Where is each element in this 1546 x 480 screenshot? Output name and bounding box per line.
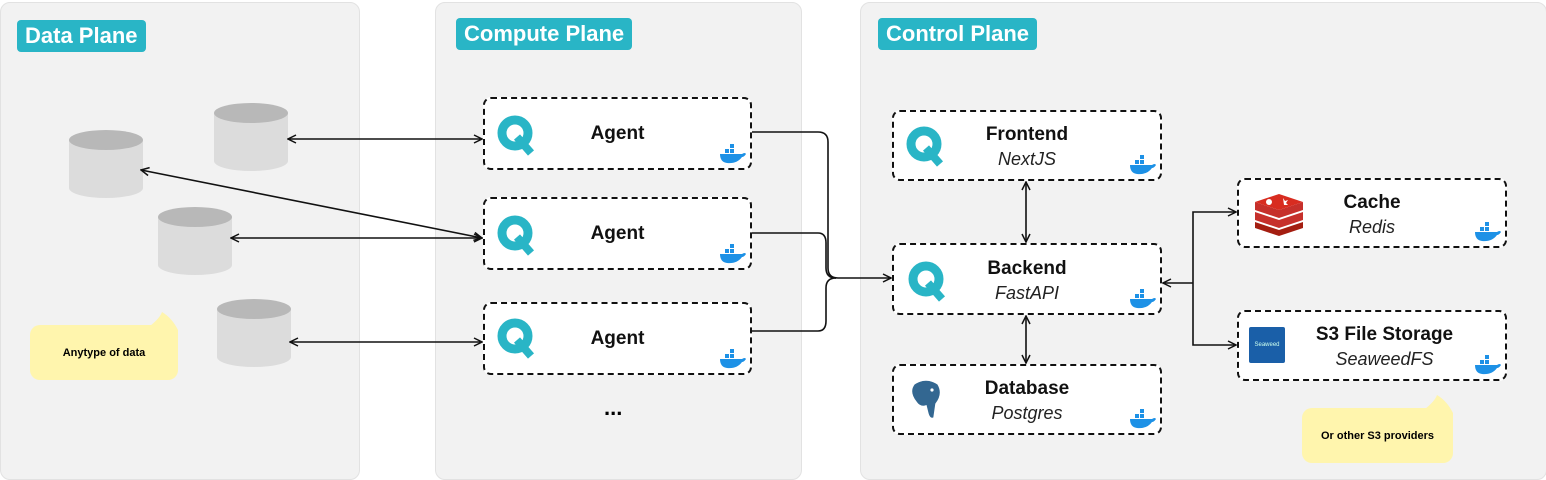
compute-plane-label: Compute Plane	[456, 18, 633, 50]
q-logo-icon	[497, 215, 535, 256]
database-cylinder-icon	[217, 299, 291, 367]
frontend-box: Frontend NextJS	[892, 110, 1162, 181]
storage-note: Or other S3 providers	[1302, 408, 1453, 463]
agent-title: Agent	[590, 123, 645, 144]
backend-title: Backend	[987, 258, 1067, 279]
cache-title: Cache	[1343, 192, 1401, 213]
data-note: Anytype of data	[30, 325, 178, 380]
database-title: Database	[984, 378, 1070, 399]
control-plane-label: Control Plane	[878, 18, 1038, 50]
connector-to-cache	[1192, 212, 1236, 283]
redis-logo-icon	[1255, 194, 1303, 236]
docker-icon	[1130, 409, 1156, 429]
seaweedfs-logo-icon: Seaweed	[1249, 327, 1285, 363]
docker-icon	[1130, 155, 1156, 175]
database-box: Database Postgres	[892, 364, 1162, 435]
docker-icon	[1475, 355, 1501, 375]
q-logo-icon	[908, 261, 946, 302]
agent-box: Agent	[483, 302, 752, 375]
arrow-data-agent2a	[141, 170, 482, 238]
cache-box: Cache Redis	[1237, 178, 1507, 248]
agent-title: Agent	[590, 328, 645, 349]
docker-icon	[1130, 289, 1156, 309]
agent-box: Agent	[483, 197, 752, 270]
backend-box: Backend FastAPI	[892, 243, 1162, 315]
storage-box: Seaweed S3 File Storage SeaweedFS	[1237, 310, 1507, 381]
q-logo-icon	[906, 126, 944, 167]
q-logo-icon	[497, 318, 535, 359]
storage-title: S3 File Storage	[1315, 324, 1454, 345]
frontend-title: Frontend	[985, 124, 1069, 145]
more-agents-ellipsis: ...	[604, 395, 623, 420]
agent-title: Agent	[590, 223, 645, 244]
docker-icon	[720, 144, 746, 164]
note-text: Or other S3 providers	[1320, 429, 1435, 442]
database-cylinder-icon	[214, 103, 288, 171]
docker-icon	[720, 349, 746, 369]
postgres-elephant-icon	[910, 379, 942, 420]
connector-agent2-backend	[752, 232, 837, 279]
storage-subtitle: SeaweedFS	[1335, 349, 1434, 369]
backend-subtitle: FastAPI	[994, 283, 1060, 303]
database-cylinder-icon	[158, 207, 232, 275]
connector-agent1-backend	[752, 131, 891, 278]
database-cylinder-icon	[69, 130, 143, 198]
connector-agent3-backend	[752, 277, 837, 332]
data-plane-label: Data Plane	[17, 20, 146, 52]
seaweed-logo-text: Seaweed	[1254, 342, 1280, 348]
q-logo-icon	[497, 115, 535, 156]
agent-box: Agent	[483, 97, 752, 170]
docker-icon	[720, 244, 746, 264]
docker-icon	[1475, 222, 1501, 242]
cache-subtitle: Redis	[1348, 217, 1396, 237]
note-text: Anytype of data	[62, 346, 146, 359]
database-subtitle: Postgres	[991, 403, 1063, 423]
frontend-subtitle: NextJS	[997, 149, 1057, 169]
connector-to-storage	[1192, 283, 1236, 345]
